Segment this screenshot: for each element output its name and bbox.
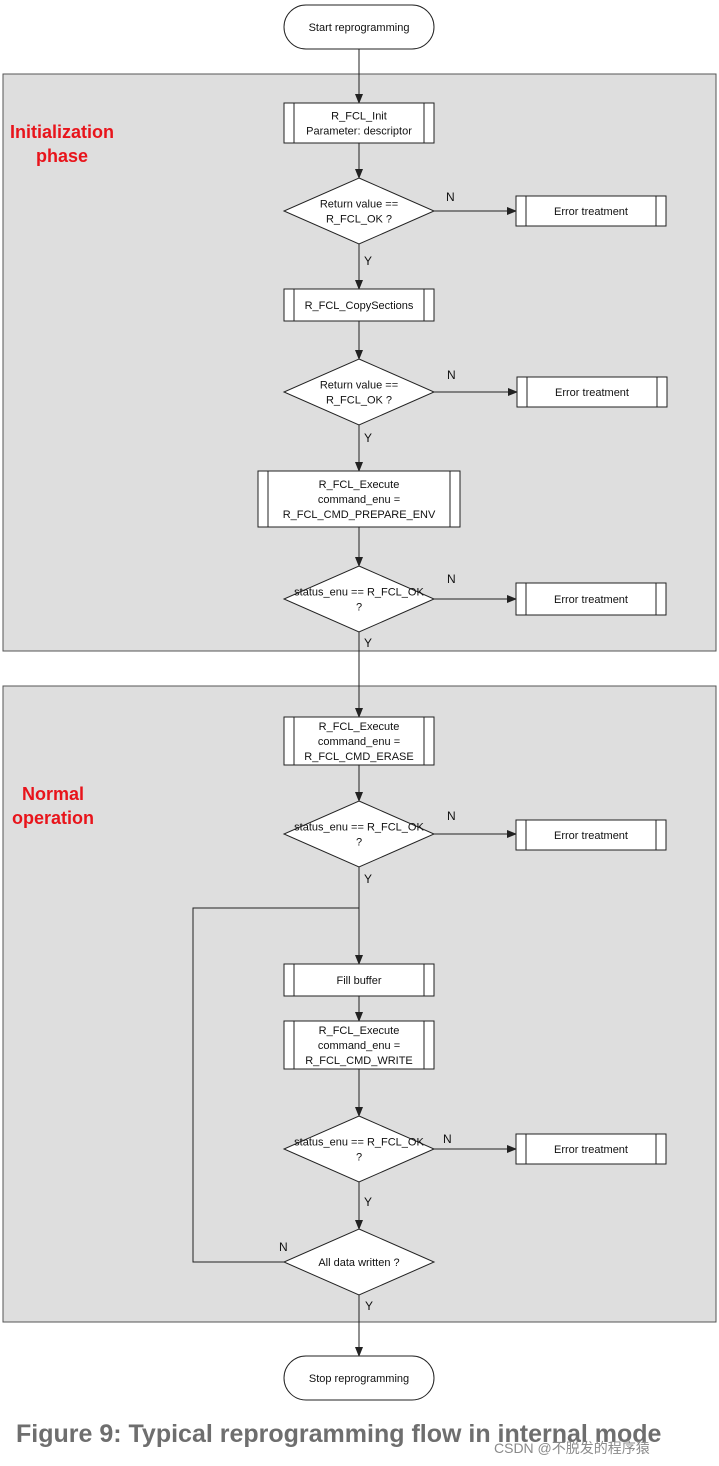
process-shape	[516, 376, 668, 408]
node-text-line: ?	[356, 602, 362, 614]
figure-caption: Figure 9: Typical reprogramming flow in …	[16, 1420, 662, 1448]
edge-label-check-copy-yes: Y	[364, 431, 372, 445]
node-text-line: R_FCL_CMD_PREPARE_ENV	[283, 509, 436, 521]
phase-init-label: Initialization	[10, 122, 114, 142]
process-shape	[515, 1133, 667, 1165]
phase-normal-label: operation	[12, 808, 94, 828]
decision-shape	[282, 565, 436, 633]
node-error-2: Error treatment	[516, 376, 668, 408]
process-shape	[515, 195, 667, 227]
process-shape	[283, 1020, 435, 1070]
process-shape	[283, 102, 435, 144]
node-check-write: status_enu == R_FCL_OK?	[282, 1115, 436, 1183]
node-text-line: command_enu =	[318, 1040, 400, 1052]
node-text-line: Fill buffer	[336, 975, 381, 987]
process-shape	[257, 470, 461, 528]
node-text-line: R_FCL_CMD_WRITE	[305, 1055, 413, 1067]
watermark: CSDN @不脱发的程序猿	[494, 1440, 650, 1456]
node-text-line: R_FCL_Execute	[319, 1025, 400, 1037]
edge-label-check-prepare-no: N	[447, 572, 456, 586]
node-text-line: R_FCL_CopySections	[305, 300, 414, 312]
node-text-line: command_enu =	[318, 736, 400, 748]
node-check-all: All data written ?	[282, 1228, 436, 1296]
node-text-line: ?	[356, 837, 362, 849]
node-text-line: Stop reprogramming	[309, 1373, 409, 1385]
edge-label-check-init-no: N	[446, 190, 455, 204]
node-text-line: Start reprogramming	[309, 22, 410, 34]
node-text-line: Return value ==	[320, 199, 398, 211]
node-text-line: Error treatment	[555, 387, 629, 399]
node-exec-prepare: R_FCL_Execute command_enu = R_FCL_CMD_PREP…	[257, 470, 461, 528]
decision-shape	[282, 800, 436, 868]
node-text-line: All data written ?	[318, 1257, 399, 1269]
edge-label-check-erase-no: N	[447, 809, 456, 823]
node-text-line: R_FCL_OK ?	[326, 214, 392, 226]
node-error-1: Error treatment	[515, 195, 667, 227]
node-text-line: Return value ==	[320, 380, 398, 392]
node-text-line: command_enu =	[318, 494, 400, 506]
decision-shape	[282, 1115, 436, 1183]
edge-label-check-all-yes: Y	[365, 1299, 373, 1313]
node-start: Start reprogramming	[283, 4, 435, 50]
terminal-shape	[283, 1355, 435, 1401]
decision-shape	[282, 1228, 436, 1296]
node-stop: Stop reprogramming	[283, 1355, 435, 1401]
edge-check-all-to-fill-buffer	[192, 907, 359, 1263]
node-text-line: status_enu == R_FCL_OK	[294, 822, 424, 834]
edge-label-check-all-no: N	[279, 1240, 288, 1254]
node-check-prepare: status_enu == R_FCL_OK?	[282, 565, 436, 633]
edge-label-check-copy-no: N	[447, 368, 456, 382]
process-shape	[283, 716, 435, 766]
node-text-line: Error treatment	[554, 206, 628, 218]
process-shape	[283, 963, 435, 997]
node-check-copy: Return value == R_FCL_OK ?	[282, 358, 436, 426]
node-error-4: Error treatment	[515, 819, 667, 851]
node-text-line: status_enu == R_FCL_OK	[294, 587, 424, 599]
node-text-line: Error treatment	[554, 594, 628, 606]
node-fill-buffer: Fill buffer	[283, 963, 435, 997]
node-error-3: Error treatment	[515, 582, 667, 616]
node-text-line: R_FCL_Execute	[319, 721, 400, 733]
edge-label-check-init-yes: Y	[364, 254, 372, 268]
node-check-erase: status_enu == R_FCL_OK?	[282, 800, 436, 868]
node-copy-sections: R_FCL_CopySections	[283, 288, 435, 322]
node-exec-erase: R_FCL_Execute command_enu = R_FCL_CMD_ERAS…	[283, 716, 435, 766]
node-text-line: R_FCL_Init	[331, 111, 387, 123]
node-error-5: Error treatment	[515, 1133, 667, 1165]
phase-normal-label: Normal	[22, 784, 84, 804]
edge-label-check-write-yes: Y	[364, 1195, 372, 1209]
node-text-line: R_FCL_CMD_ERASE	[304, 751, 413, 763]
node-text-line: Error treatment	[554, 830, 628, 842]
node-text-line: Parameter: descriptor	[306, 126, 412, 138]
node-text-line: status_enu == R_FCL_OK	[294, 1137, 424, 1149]
node-text-line: Error treatment	[554, 1144, 628, 1156]
edge-label-check-erase-yes: Y	[364, 872, 372, 886]
node-text-line: R_FCL_Execute	[319, 479, 400, 491]
process-shape	[283, 288, 435, 322]
terminal-shape	[283, 4, 435, 50]
node-text-line: R_FCL_OK ?	[326, 395, 392, 407]
node-check-init: Return value == R_FCL_OK ?	[282, 177, 436, 245]
edge-label-check-prepare-yes: Y	[364, 636, 372, 650]
node-exec-write: R_FCL_Execute command_enu = R_FCL_CMD_WRIT…	[283, 1020, 435, 1070]
process-shape	[515, 819, 667, 851]
process-shape	[515, 582, 667, 616]
node-text-line: ?	[356, 1152, 362, 1164]
decision-shape	[282, 177, 436, 245]
phase-init-label: phase	[36, 146, 88, 166]
decision-shape	[282, 358, 436, 426]
edge-label-check-write-no: N	[443, 1132, 452, 1146]
